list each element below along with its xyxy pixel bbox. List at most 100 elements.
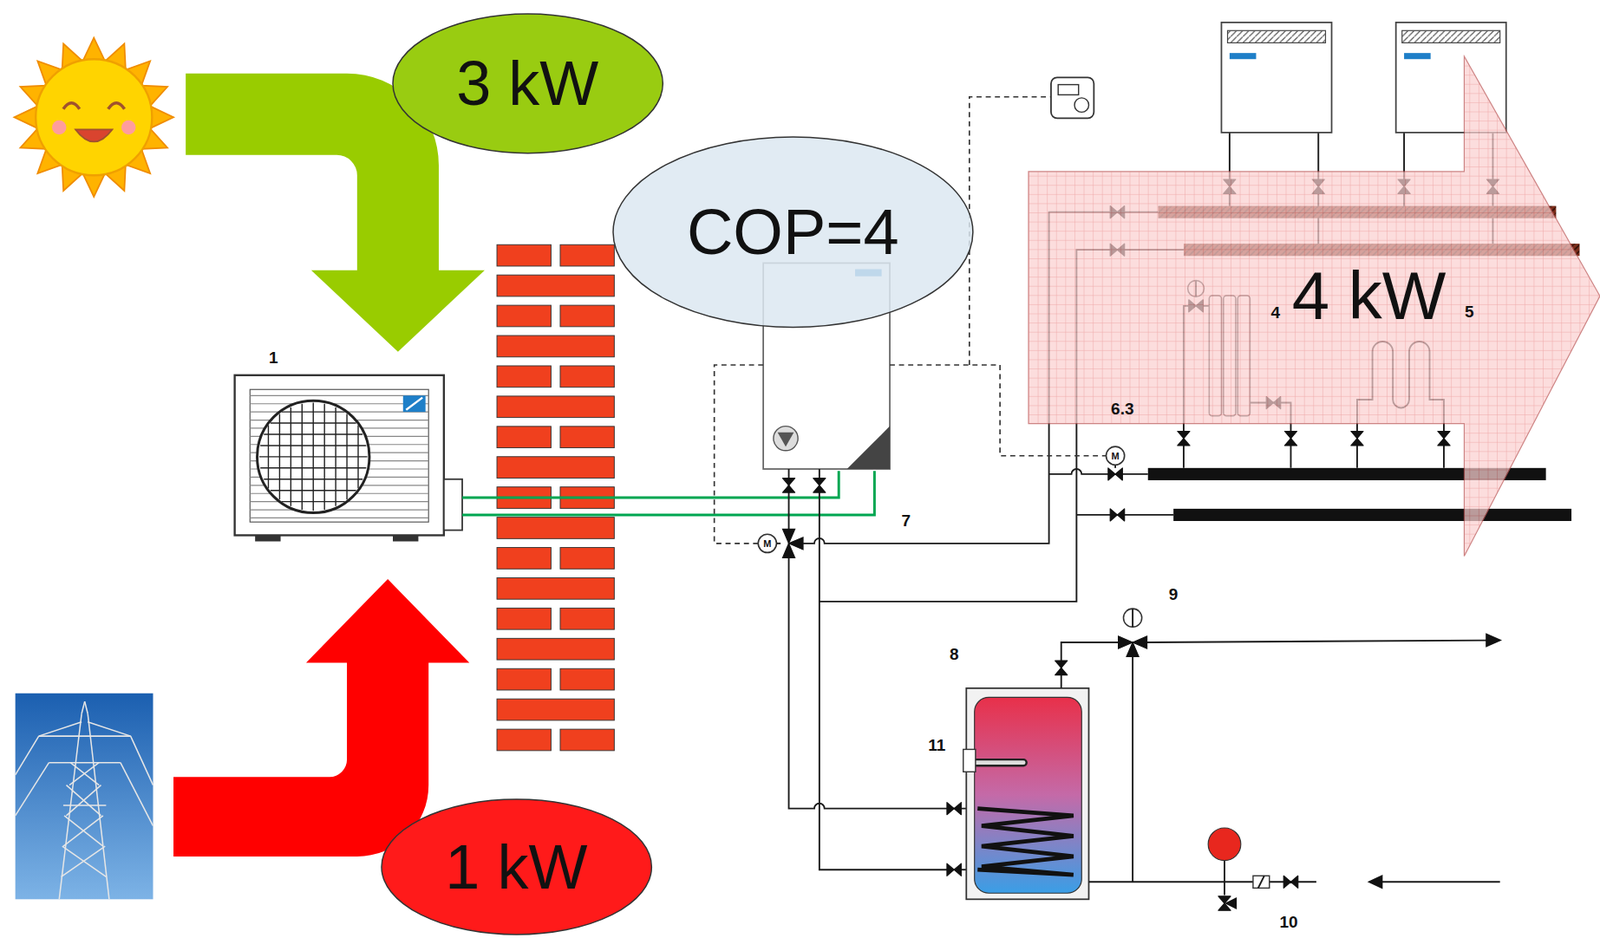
valve-symbol bbox=[1177, 431, 1190, 445]
brick bbox=[496, 548, 551, 570]
electric-power-ellipse: 1 kW bbox=[379, 797, 654, 937]
outdoor-unit bbox=[235, 375, 445, 536]
valve-symbol bbox=[1055, 660, 1068, 675]
expansion-vessel bbox=[1208, 828, 1241, 862]
safety-valve bbox=[1224, 897, 1237, 910]
power-value: 1 kW bbox=[444, 835, 588, 899]
input-power-ellipse-shape bbox=[392, 13, 663, 154]
pylon-lattice bbox=[62, 846, 107, 877]
callout-number: 8 bbox=[949, 646, 960, 663]
brick bbox=[560, 668, 614, 691]
fan-guard-bar bbox=[346, 413, 347, 500]
brick bbox=[496, 305, 551, 327]
brick bbox=[496, 577, 614, 600]
refrigerant-pipe bbox=[462, 470, 839, 498]
fan-guard-bar bbox=[263, 478, 363, 480]
pylon-lattice bbox=[87, 722, 131, 737]
pylon-lattice bbox=[120, 763, 154, 827]
electric-power-ellipse-shape bbox=[381, 799, 652, 935]
pylon-lattice bbox=[64, 816, 104, 847]
pipe-connector bbox=[444, 479, 463, 531]
brick bbox=[560, 365, 614, 388]
brick bbox=[496, 607, 551, 630]
tank-coil bbox=[977, 809, 1074, 876]
heater-head bbox=[963, 749, 976, 772]
motor-actuator bbox=[1105, 446, 1124, 465]
brick bbox=[496, 729, 551, 752]
brick bbox=[496, 274, 614, 297]
grille-line bbox=[249, 517, 429, 519]
sun-eye bbox=[63, 103, 80, 110]
sun-cheek bbox=[52, 120, 66, 135]
callout-number: 5 bbox=[1464, 302, 1475, 320]
brick bbox=[560, 548, 614, 570]
sun-cheek bbox=[121, 120, 136, 135]
check-valve bbox=[1253, 875, 1270, 889]
sun-disc bbox=[35, 58, 152, 176]
pylon-lattice bbox=[63, 804, 106, 807]
fan-guard-bar bbox=[334, 407, 336, 507]
cop-ellipse-shape bbox=[613, 137, 974, 328]
callout-number: 1 bbox=[268, 348, 279, 366]
tank-water bbox=[974, 697, 1083, 894]
unit-corner bbox=[847, 426, 890, 470]
pylon-photo bbox=[15, 693, 154, 901]
sun-eye bbox=[108, 103, 125, 110]
refrigerant-pipe bbox=[462, 470, 875, 516]
brick bbox=[496, 517, 614, 540]
brick bbox=[496, 365, 551, 388]
control-wire bbox=[714, 365, 764, 544]
pipe-line bbox=[1131, 608, 1134, 627]
callout-number: 11 bbox=[927, 736, 946, 753]
callout-number: 10 bbox=[1280, 913, 1299, 930]
brand-logo bbox=[1229, 52, 1257, 59]
fan-coil-grille bbox=[1227, 30, 1326, 43]
heat-output-arrow-shape bbox=[1028, 56, 1600, 557]
valve-symbol bbox=[1437, 431, 1450, 445]
pipe-line bbox=[1223, 881, 1226, 895]
brand-logo bbox=[403, 395, 426, 412]
fan-guard-bar bbox=[323, 404, 325, 510]
brand-logo bbox=[1404, 52, 1431, 59]
pylon-lattice bbox=[65, 785, 101, 817]
pipe-line bbox=[819, 469, 953, 870]
brick bbox=[560, 729, 614, 752]
valve-symbol bbox=[782, 478, 795, 493]
pylon-lattice bbox=[81, 701, 85, 714]
pylon-lattice bbox=[69, 763, 99, 786]
valve-symbol bbox=[946, 863, 961, 876]
fan-coil-grille bbox=[1402, 30, 1501, 43]
fan-guard-bar bbox=[357, 424, 359, 489]
fan-guard-bar bbox=[281, 501, 346, 503]
actuator-letter: M bbox=[1110, 450, 1119, 461]
valve-symbol bbox=[1108, 468, 1123, 481]
heat-output-arrow: 4 kW bbox=[1028, 56, 1600, 557]
immersion-heater bbox=[975, 759, 1027, 766]
cop-value: COP=4 bbox=[686, 200, 900, 265]
room-thermostat bbox=[1051, 77, 1094, 118]
fan-guard bbox=[257, 400, 370, 513]
flow-arrowhead bbox=[1367, 875, 1384, 889]
brick bbox=[496, 426, 551, 449]
sun-rays bbox=[13, 38, 174, 197]
brick bbox=[496, 396, 614, 418]
brick bbox=[496, 668, 551, 691]
grille-line bbox=[249, 509, 429, 510]
brick bbox=[560, 244, 614, 267]
cold-water-inlet bbox=[1088, 881, 1316, 883]
brick bbox=[496, 638, 614, 660]
sun-icon bbox=[13, 38, 174, 197]
pylon-lattice bbox=[84, 701, 89, 714]
pipe-line bbox=[776, 542, 781, 545]
fan-guard-bar bbox=[260, 467, 366, 469]
pylon-lattice bbox=[39, 735, 131, 738]
unit-foot bbox=[392, 535, 418, 542]
callout-number: 7 bbox=[901, 512, 912, 529]
fan-coil-unit bbox=[1221, 22, 1332, 133]
pipe-line bbox=[1049, 469, 1149, 475]
pump-symbol bbox=[777, 432, 795, 447]
valve-symbol bbox=[1351, 431, 1364, 445]
flow-arrowhead bbox=[1485, 633, 1503, 647]
